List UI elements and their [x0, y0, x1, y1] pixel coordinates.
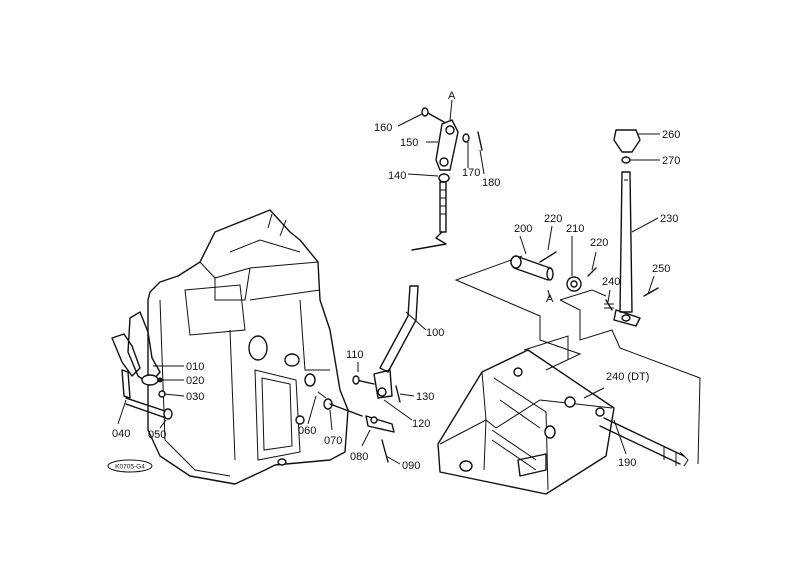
- ref-mark-a-side: A: [546, 293, 554, 305]
- label-210: 210: [566, 223, 584, 235]
- ref-mark-a-top: A: [448, 90, 456, 102]
- shift-fork: [111, 311, 161, 386]
- label-200: 200: [514, 223, 532, 235]
- label-120: 120: [412, 418, 430, 430]
- label-190: 190: [618, 457, 636, 469]
- label-010: 010: [186, 361, 204, 373]
- detent-ball: [157, 377, 166, 398]
- label-130: 130: [416, 391, 434, 403]
- label-240-dt: 240 (DT): [606, 371, 649, 383]
- label-150: 150: [400, 137, 418, 149]
- label-070: 070: [324, 435, 342, 447]
- label-250: 250: [652, 263, 670, 275]
- label-170: 170: [462, 167, 480, 179]
- part-labels: 010 020 030 040 050 060 070 080 090 100 …: [112, 90, 680, 472]
- label-020: 020: [186, 375, 204, 387]
- shift-lever: [604, 129, 659, 327]
- label-230: 230: [660, 213, 678, 225]
- label-270: 270: [662, 155, 680, 167]
- shift-rod: [121, 369, 173, 420]
- label-060: 060: [298, 425, 316, 437]
- label-050: 050: [148, 429, 166, 441]
- label-220-right: 220: [590, 237, 608, 249]
- label-110: 110: [346, 349, 364, 361]
- label-160: 160: [374, 122, 392, 134]
- label-220-left: 220: [544, 213, 562, 225]
- label-080: 080: [350, 451, 368, 463]
- label-090: 090: [402, 460, 420, 472]
- label-260: 260: [662, 129, 680, 141]
- linkage-outline: [454, 255, 701, 465]
- label-030: 030: [186, 391, 204, 403]
- figure-code-badge: K0705-G4: [107, 459, 153, 473]
- collar-assembly: [510, 251, 597, 292]
- transmission-housing: [147, 209, 349, 485]
- shift-lever-assembly: [317, 107, 483, 463]
- label-140: 140: [388, 170, 406, 182]
- leader-lines: [117, 99, 660, 465]
- shift-bracket: [437, 349, 615, 495]
- label-180: 180: [482, 177, 500, 189]
- label-100: 100: [426, 327, 444, 339]
- shift-shaft: [599, 417, 689, 467]
- figure-code: K0705-G4: [115, 464, 145, 471]
- label-040: 040: [112, 428, 130, 440]
- label-240: 240: [602, 276, 620, 288]
